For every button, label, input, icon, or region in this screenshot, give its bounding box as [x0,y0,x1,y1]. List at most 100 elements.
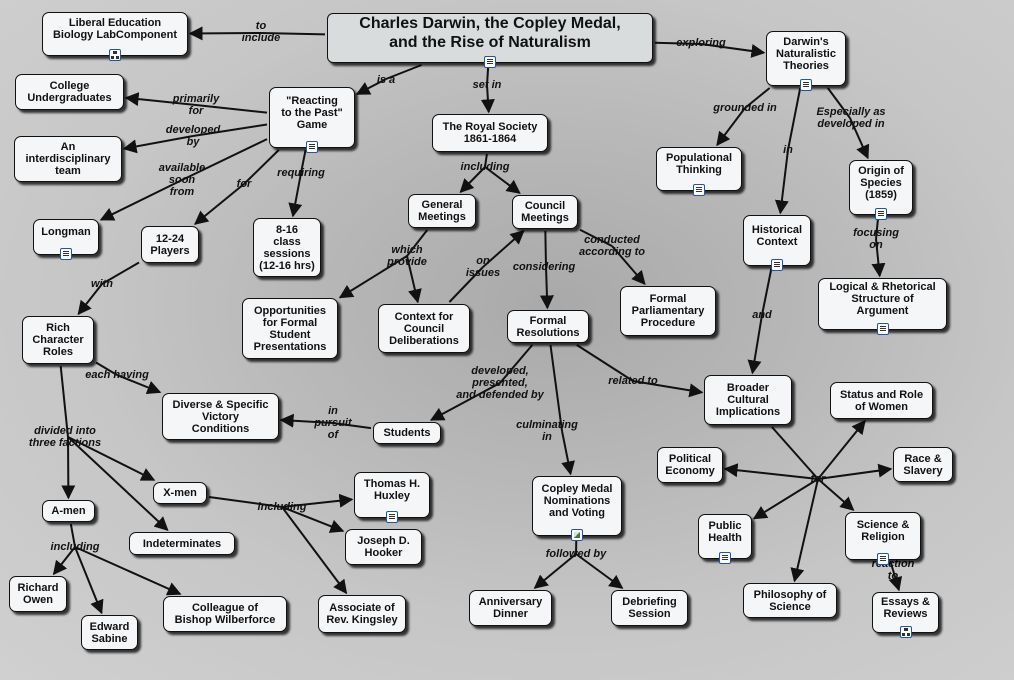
link-arrow-team [122,135,194,154]
node-root[interactable]: Charles Darwin, the Copley Medal, and th… [327,13,653,68]
node-origin[interactable]: Origin of Species (1859) [849,160,913,220]
node-logical[interactable]: Logical & Rhetorical Structure of Argume… [818,278,947,335]
node-label: Anniversary Dinner [478,596,543,620]
link-line-rttp [192,123,268,137]
link-line-histctx [761,267,773,316]
node-race[interactable]: Race & Slavery [893,447,953,482]
link-label: including [257,501,307,513]
node-label: Science & Religion [856,519,910,543]
node-liberal[interactable]: Liberal Education Biology LabComponent [42,12,188,61]
node-sessions[interactable]: 8-16 class sessions (12-16 hrs) [253,218,321,277]
node-rttp[interactable]: "Reacting to the Past" Game [269,87,355,153]
node-public[interactable]: Public Health [698,514,752,564]
link-line-rttp [300,149,307,174]
node-general[interactable]: General Meetings [408,194,476,228]
doc-icon[interactable] [386,511,398,523]
link-line-amen [69,523,76,548]
node-amen[interactable]: A-men [42,500,95,522]
node-hooker[interactable]: Joseph D. Hooker [345,529,422,565]
link-arrow-wilberforce [74,546,182,596]
link-arrow-women [817,419,866,480]
map-icon[interactable] [109,49,121,61]
node-label: Context for Council Deliberations [389,310,459,347]
link-arrow-council [482,230,525,268]
link-line-resolutions [499,344,534,384]
node-label: Race & Slavery [903,452,943,477]
link-label: each having [85,369,149,381]
node-indet[interactable]: Indeterminates [129,532,235,555]
node-label: Richard Owen [17,582,59,606]
link-arrow-longman [99,179,183,221]
node-science[interactable]: Science & Religion [845,512,921,565]
doc-icon[interactable] [877,553,889,565]
img-icon[interactable] [571,529,583,541]
doc-icon[interactable] [484,56,496,68]
link-label: with [91,278,113,290]
doc-icon[interactable] [875,208,887,220]
node-broader[interactable]: Broader Cultural Implications [704,375,792,425]
link-arrow-kingsley [281,506,348,595]
link-arrow-huxley [281,493,354,508]
doc-icon[interactable] [800,79,812,91]
node-label: Formal Resolutions [516,314,580,339]
link-label: available soon from [158,162,206,198]
node-owen[interactable]: Richard Owen [9,576,67,612]
link-line-rttp [243,149,280,185]
node-label: Liberal Education Biology LabComponent [52,17,178,41]
node-xmen[interactable]: X-men [153,482,207,504]
doc-icon[interactable] [693,184,705,196]
node-royal[interactable]: The Royal Society 1861-1864 [432,114,548,152]
link-label: grounded in [713,102,777,114]
link-arrow-rttp [355,78,387,95]
node-longman[interactable]: Longman [33,219,99,260]
node-label: X-men [163,487,197,499]
doc-icon[interactable] [876,323,889,335]
map-icon[interactable] [899,626,912,638]
node-players[interactable]: 12-24 Players [141,226,199,263]
node-popthink[interactable]: Populational Thinking [656,147,742,196]
node-label: Status and Role of Women [839,388,924,413]
link-label: developed, presented, and defended by [456,365,544,401]
doc-icon[interactable] [771,259,783,271]
node-label: General Meetings [418,199,466,223]
node-label: An interdisciplinary team [25,141,111,177]
node-council[interactable]: Council Meetings [512,195,578,229]
node-wilberforce[interactable]: Colleague of Bishop Wilberforce [163,596,287,632]
node-women[interactable]: Status and Role of Women [830,382,933,419]
doc-icon[interactable] [719,552,731,564]
node-opportunities[interactable]: Opportunities for Formal Student Present… [242,298,338,359]
node-team[interactable]: An interdisciplinary team [14,136,122,182]
node-rich[interactable]: Rich Character Roles [22,316,94,364]
link-line-resolutions [576,344,634,382]
link-label: is a [376,74,396,86]
link-label: for [236,178,252,190]
node-resolutions[interactable]: Formal Resolutions [507,310,589,343]
link-arrow-darwin [700,43,766,58]
link-label: divided into three factions [28,425,102,449]
node-kingsley[interactable]: Associate of Rev. Kingsley [318,595,406,633]
node-label: Formal Parliamentary Procedure [631,293,705,329]
node-parliamentary[interactable]: Formal Parliamentary Procedure [620,286,716,336]
node-diverse[interactable]: Diverse & Specific Victory Conditions [162,393,279,440]
node-label: Joseph D. Hooker [357,535,410,559]
node-ctxcouncil[interactable]: Context for Council Deliberations [378,304,470,353]
node-copley[interactable]: Copley Medal Nominations and Voting [532,476,622,541]
node-dinner[interactable]: Anniversary Dinner [469,590,552,626]
link-label: and [752,309,772,321]
node-sabine[interactable]: Edward Sabine [81,615,138,650]
link-line-royal [484,153,488,168]
node-philosophy[interactable]: Philosophy of Science [743,583,837,618]
doc-icon[interactable] [306,141,318,153]
node-essays[interactable]: Essays & Reviews [872,592,939,638]
node-political[interactable]: Political Economy [657,447,723,483]
doc-icon[interactable] [60,248,72,260]
link-arrow-sabine [74,546,104,615]
link-label: on issues [465,255,501,279]
node-histctx[interactable]: Historical Context [743,215,811,271]
node-students[interactable]: Students [373,422,441,444]
node-college[interactable]: College Undergraduates [15,74,124,110]
node-huxley[interactable]: Thomas H. Huxley [354,472,430,523]
node-darwin[interactable]: Darwin's Naturalistic Theories [766,31,846,91]
node-debrief[interactable]: Debriefing Session [611,590,688,626]
